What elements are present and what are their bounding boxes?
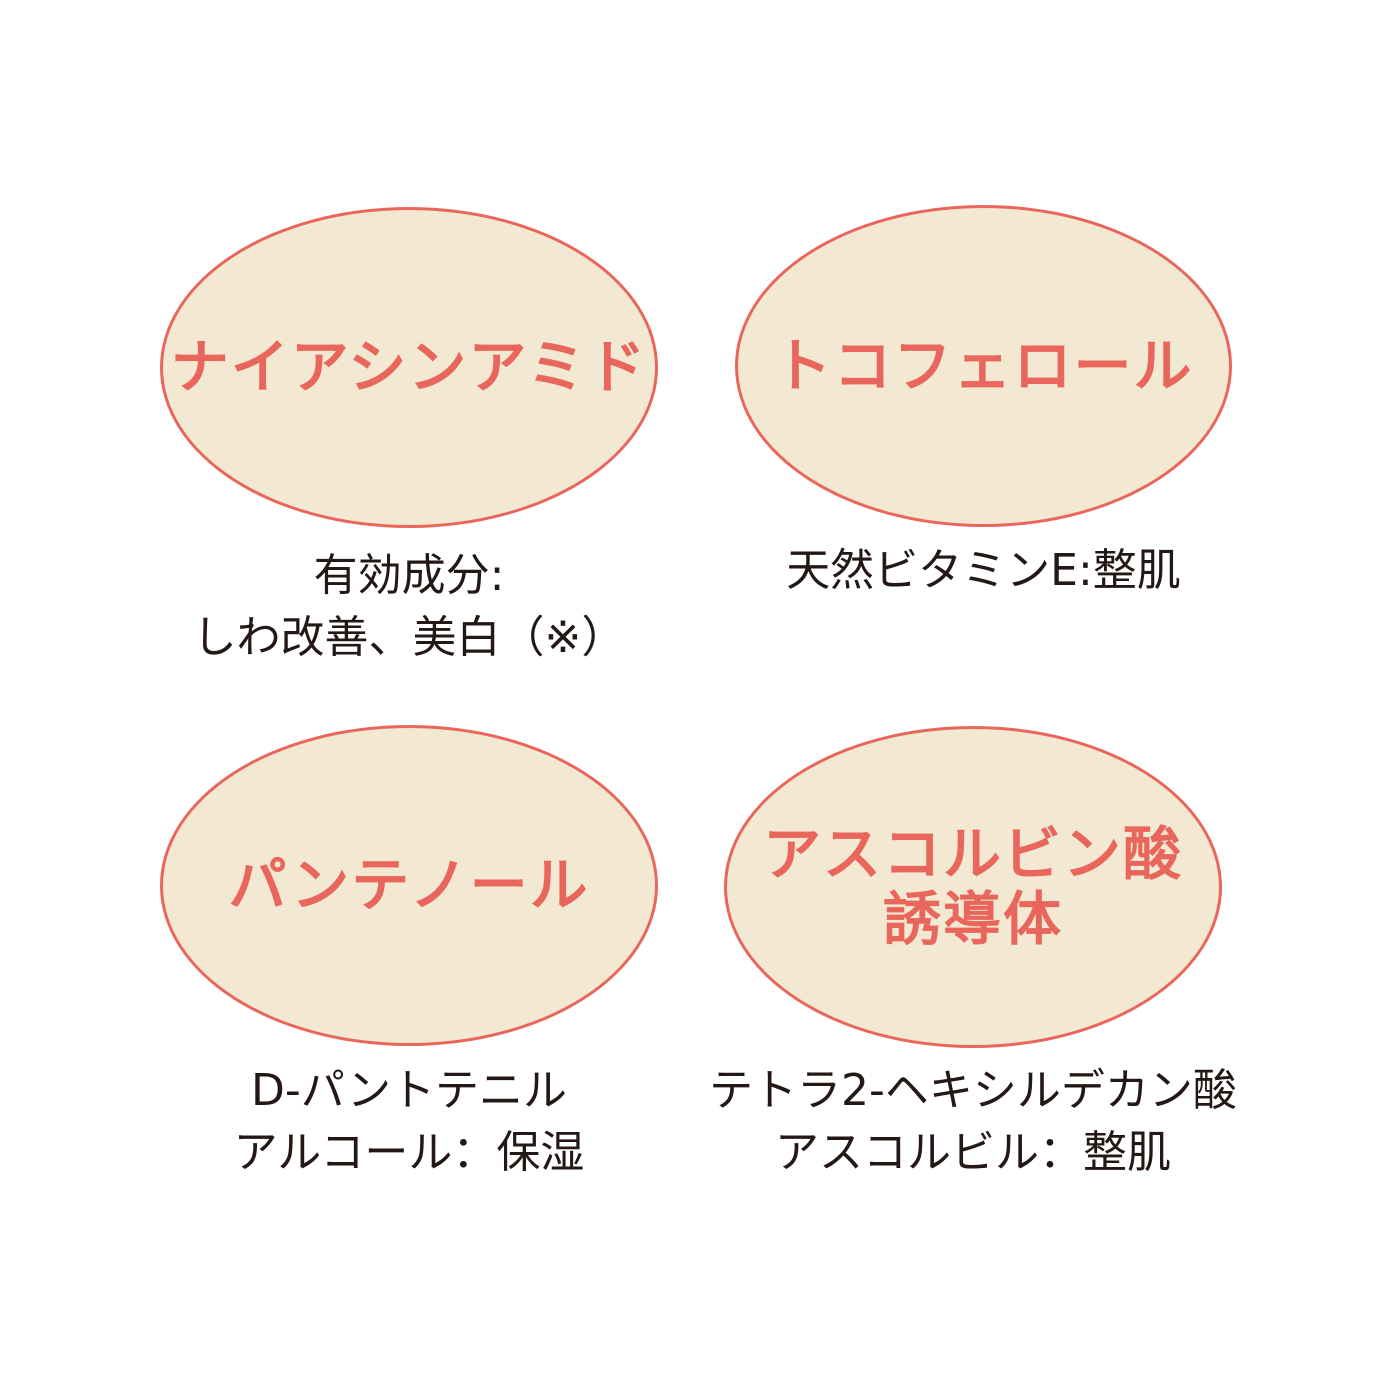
description-line: しわ改善、美白（※） bbox=[192, 612, 626, 663]
description-line: テトラ2-ヘキシルデカン酸 bbox=[709, 1065, 1237, 1116]
ingredient-description-panthenol: D-パントテニル アルコール：保湿 bbox=[160, 1060, 658, 1184]
ingredient-description-ascorbic-acid-derivative: テトラ2-ヘキシルデカン酸 アスコルビル：整肌 bbox=[660, 1060, 1286, 1184]
description-line: D-パントテニル bbox=[251, 1065, 567, 1116]
ingredient-title: パンテノール bbox=[228, 853, 589, 918]
ingredient-title: ナイアシンアミド bbox=[171, 335, 648, 400]
ingredient-title-line: パンテノール bbox=[228, 851, 590, 920]
description-line: 有効成分: bbox=[313, 550, 505, 601]
ingredient-description-tocopherol: 天然ビタミンE:整肌 bbox=[735, 540, 1232, 602]
ingredient-oval-panthenol: パンテノール bbox=[160, 725, 658, 1046]
ingredient-title: トコフェロール bbox=[773, 331, 1194, 400]
ingredient-oval-ascorbic-acid-derivative: アスコルビン酸 誘導体 bbox=[724, 726, 1222, 1048]
ingredient-title: アスコルビン酸 誘導体 bbox=[763, 822, 1183, 952]
description-line: アスコルビル：整肌 bbox=[775, 1127, 1171, 1178]
ingredient-oval-tocopherol: トコフェロール bbox=[735, 205, 1232, 527]
ingredient-title-line: 誘導体 bbox=[882, 885, 1063, 953]
description-line: 天然ビタミンE:整肌 bbox=[786, 545, 1181, 596]
ingredient-title-line: アスコルビン酸 bbox=[762, 820, 1183, 889]
ingredient-oval-niacinamide: ナイアシンアミド bbox=[160, 207, 658, 528]
ingredient-description-niacinamide: 有効成分: しわ改善、美白（※） bbox=[160, 545, 658, 669]
ingredient-title-line: トコフェロール bbox=[773, 331, 1194, 400]
ingredient-title-line: ナイアシンアミド bbox=[170, 333, 648, 402]
description-line: アルコール：保湿 bbox=[233, 1127, 585, 1178]
